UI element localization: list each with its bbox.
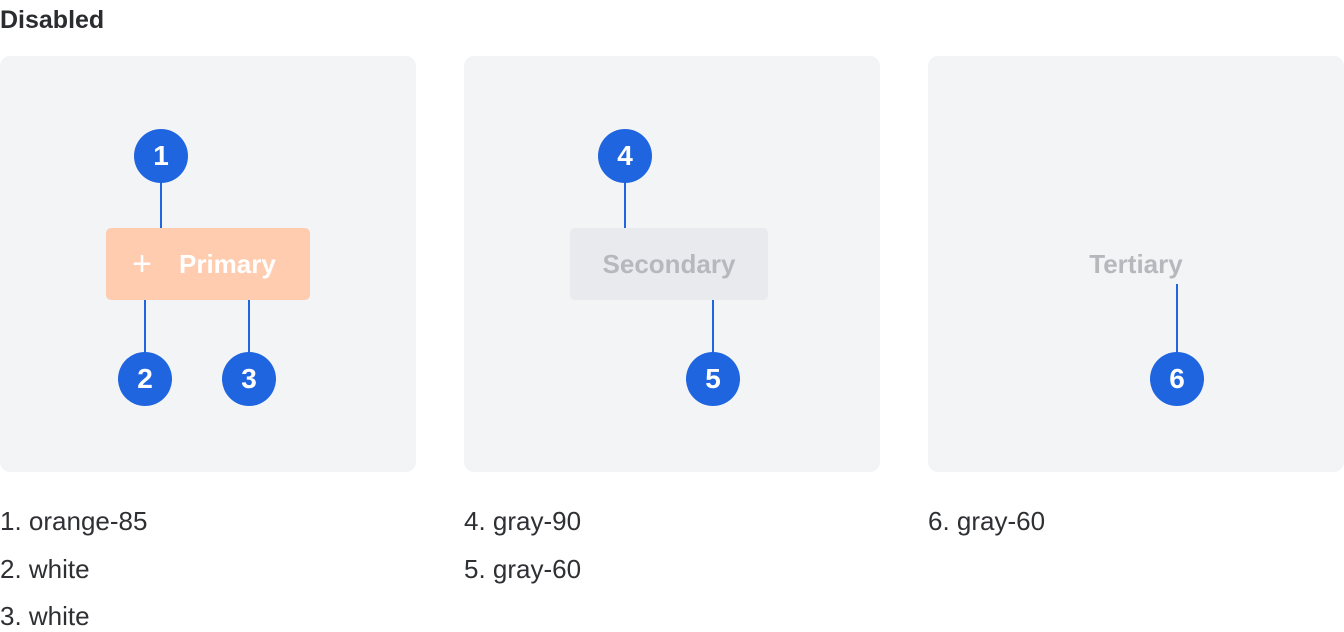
section-heading: Disabled: [0, 6, 105, 34]
note-item: 4. gray-90: [464, 506, 582, 536]
secondary-button-panel: Secondary 4 5: [464, 56, 880, 472]
plus-icon: +: [132, 245, 152, 283]
primary-button-label: Primary: [179, 249, 276, 279]
callout-line-4: [624, 182, 626, 232]
callout-marker-5: 5: [686, 352, 740, 406]
note-item: 6. gray-60: [928, 506, 1046, 536]
secondary-button-label: Secondary: [602, 249, 736, 279]
note-item: 3. white: [0, 601, 90, 631]
callout-marker-1: 1: [134, 129, 188, 183]
tertiary-color-notes: 6. gray-60: [928, 498, 1045, 546]
note-item: 2. white: [0, 553, 90, 584]
tertiary-button-disabled: Tertiary: [1034, 228, 1238, 300]
primary-button-disabled: + Primary: [106, 228, 310, 300]
primary-color-notes: 1. orange-85 2. white 3. white: [0, 498, 147, 632]
callout-line-5: [712, 284, 714, 354]
note-item: 1. orange-85: [0, 506, 148, 536]
primary-button-panel: + Primary 1 2 3: [0, 56, 416, 472]
callout-line-1: [160, 182, 162, 232]
callout-marker-4: 4: [598, 129, 652, 183]
callout-line-3: [248, 284, 250, 354]
callout-marker-6: 6: [1150, 352, 1204, 406]
callout-line-2: [144, 284, 146, 354]
callout-marker-2: 2: [118, 352, 172, 406]
secondary-button-disabled: Secondary: [570, 228, 768, 300]
tertiary-button-panel: Tertiary 6: [928, 56, 1344, 472]
tertiary-button-label: Tertiary: [1089, 249, 1183, 279]
secondary-color-notes: 4. gray-90 5. gray-60: [464, 498, 581, 593]
callout-line-6: [1176, 284, 1178, 354]
callout-marker-3: 3: [222, 352, 276, 406]
note-item: 5. gray-60: [464, 553, 582, 584]
